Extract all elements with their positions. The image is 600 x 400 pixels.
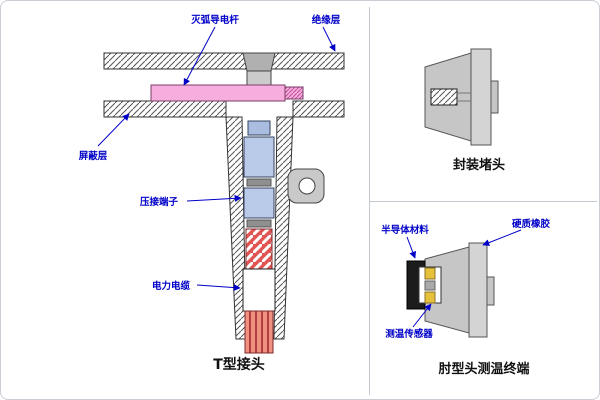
- leader-arc-rod: [183, 26, 216, 86]
- label-shield-layer: 屏蔽层: [79, 113, 130, 162]
- label-power-cable: 电力电缆: [152, 280, 241, 292]
- label-shield-layer-text: 屏蔽层: [79, 150, 108, 162]
- leader-power-cable: [196, 284, 241, 292]
- label-semiconductor: 半导体材料: [381, 224, 429, 259]
- t-joint-body: [103, 52, 345, 340]
- sealing-plug-panel: 封装堵头: [424, 48, 505, 173]
- arc-rod-bar: [150, 84, 286, 102]
- cable-strands-overlay: [244, 310, 274, 354]
- plug-screw-hatch: [430, 88, 458, 106]
- label-hard-rubber: 硬质橡胶: [482, 218, 551, 246]
- label-insulation-layer: 绝缘层: [312, 14, 341, 52]
- sealing-plug-body: [424, 48, 499, 146]
- label-arc-rod: 灭弧导电杆: [183, 14, 239, 86]
- vertical-wall-right: [273, 116, 294, 340]
- cable-striped-overlay: [245, 228, 273, 270]
- tube-bottom-wall-right: [292, 100, 345, 118]
- t-joint-caption: T型接头: [213, 356, 265, 373]
- label-semiconductor-text: 半导体材料: [381, 224, 429, 236]
- sensor-spacer: [424, 280, 436, 291]
- plug-nub: [490, 80, 499, 114]
- terminal-barrel-lower: [243, 187, 275, 219]
- insulation-bushing: [242, 52, 276, 86]
- crimp-terminal: [243, 120, 275, 228]
- leader-semiconductor: [406, 236, 417, 259]
- elbow-body: [406, 242, 495, 338]
- elbow-flange: [468, 242, 488, 338]
- leader-insulation-layer: [322, 26, 336, 52]
- leader-temp-sensor: [412, 303, 432, 328]
- terminal-cap: [247, 120, 271, 136]
- terminal-band-2: [246, 219, 272, 228]
- elbow-terminal-caption: 肘型头测温终端: [438, 361, 529, 377]
- bushing-lower: [246, 70, 272, 86]
- arc-rod-screw-hatch: [284, 86, 304, 100]
- bushing-upper: [242, 52, 276, 72]
- terminal-barrel-upper: [243, 136, 275, 178]
- leader-shield-layer: [97, 113, 130, 147]
- label-power-cable-text: 电力电缆: [152, 280, 191, 292]
- eyelet-ring: [287, 168, 325, 204]
- sensor-top: [424, 267, 436, 280]
- tube-top-wall: [103, 52, 345, 70]
- label-crimp-terminal: 压接端子: [140, 194, 242, 208]
- label-temp-sensor-text: 测温传感器: [385, 328, 433, 340]
- sensor-bottom: [424, 291, 436, 304]
- cable-jacket: [242, 268, 276, 312]
- label-hard-rubber-text: 硬质橡胶: [512, 218, 551, 230]
- label-crimp-terminal-text: 压接端子: [140, 196, 179, 208]
- tube-bottom-wall-left: [103, 100, 227, 118]
- plug-flange: [470, 48, 492, 146]
- sealing-plug-caption: 封装堵头: [453, 157, 505, 173]
- arc-rod: [150, 84, 304, 102]
- label-temp-sensor: 测温传感器: [385, 303, 433, 340]
- eyelet-hole: [298, 177, 316, 195]
- elbow-terminal-panel: 半导体材料 硬质橡胶 测温传感器 肘型头测温终端: [381, 218, 550, 377]
- t-joint-panel: 灭弧导电杆 绝缘层 屏蔽层 压接端子 电力电缆 T型接头: [79, 14, 345, 373]
- label-arc-rod-text: 灭弧导电杆: [190, 14, 239, 26]
- power-cable: [242, 228, 276, 354]
- terminal-band-1: [246, 178, 272, 187]
- leader-crimp-terminal: [186, 194, 242, 202]
- leader-hard-rubber: [482, 229, 522, 246]
- elbow-nub: [486, 276, 495, 306]
- label-insulation-layer-text: 绝缘层: [312, 14, 341, 26]
